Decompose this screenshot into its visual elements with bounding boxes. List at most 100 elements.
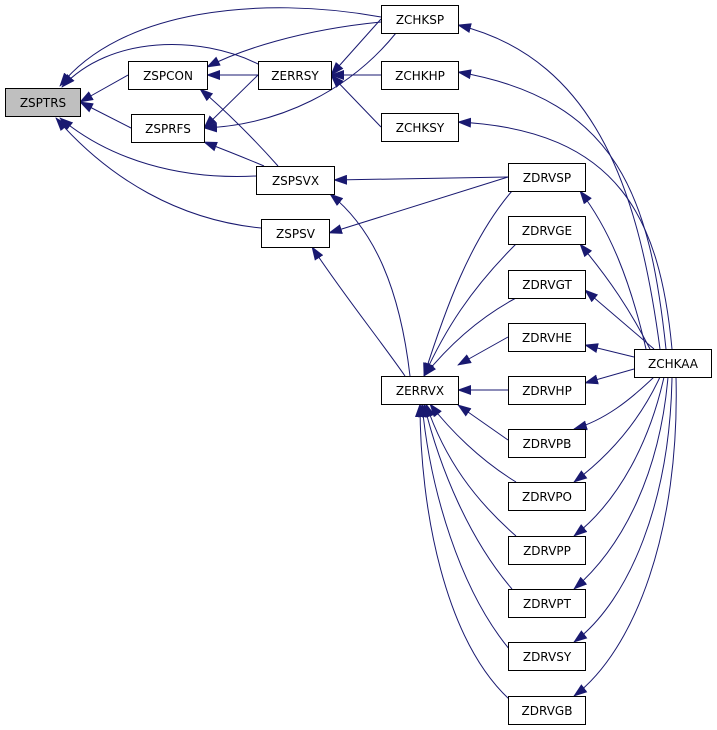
edge-zerrvx-to-zspsv bbox=[311, 246, 406, 377]
node-zdrvpo[interactable]: ZDRVPO bbox=[508, 482, 586, 511]
edge-zspsvx-to-zsprfs bbox=[203, 141, 265, 167]
node-box bbox=[508, 642, 586, 671]
node-box bbox=[508, 376, 586, 405]
node-label: ZDRVGE bbox=[522, 224, 572, 238]
edge-zchkaa-to-zdrvhe bbox=[584, 343, 635, 358]
node-box bbox=[261, 219, 330, 248]
node-zdrvpt[interactable]: ZDRVPT bbox=[508, 589, 586, 618]
node-zspcon[interactable]: ZSPCON bbox=[128, 61, 208, 90]
edge-zchkaa-to-zdrvpb bbox=[573, 376, 655, 431]
node-zspsvx[interactable]: ZSPSVX bbox=[256, 166, 335, 195]
node-label: ZSPSVX bbox=[272, 174, 319, 188]
node-label: ZDRVGB bbox=[522, 704, 573, 718]
edge-zchksp-to-zspcon bbox=[206, 21, 382, 68]
edge-zdrvpo-to-zerrvx bbox=[429, 403, 517, 483]
node-box bbox=[508, 589, 586, 618]
node-zsprfs[interactable]: ZSPRFS bbox=[131, 114, 205, 143]
node-label: ZDRVPT bbox=[523, 597, 572, 611]
node-box bbox=[381, 113, 459, 142]
edge-zchkaa-to-zdrvsp bbox=[579, 190, 647, 350]
edge-zdrvgt-to-zerrvx bbox=[423, 297, 517, 377]
node-zerrvx[interactable]: ZERRVX bbox=[381, 376, 459, 405]
node-box bbox=[508, 429, 586, 458]
node-zdrvhe[interactable]: ZDRVHE bbox=[508, 323, 586, 352]
node-label: ZSPCON bbox=[143, 69, 193, 83]
node-zspsv[interactable]: ZSPSV bbox=[261, 219, 330, 248]
edge-zdrvpt-to-zerrvx bbox=[422, 403, 513, 590]
node-box bbox=[634, 349, 712, 378]
edge-zspsvx-to-zspcon bbox=[199, 88, 279, 167]
node-label: ZSPRFS bbox=[145, 122, 191, 136]
node-box bbox=[508, 536, 586, 565]
node-zchksy[interactable]: ZCHKSY bbox=[381, 113, 459, 142]
node-zchksp[interactable]: ZCHKSP bbox=[381, 5, 459, 34]
node-label: ZDRVGT bbox=[522, 278, 572, 292]
node-label: ZERRVX bbox=[396, 384, 444, 398]
node-zdrvsp[interactable]: ZDRVSP bbox=[508, 163, 586, 192]
node-box bbox=[131, 114, 205, 143]
node-box bbox=[508, 696, 586, 725]
edge-zdrvhe-to-zerrvx bbox=[457, 336, 509, 366]
edge-zchkaa-to-zdrvge bbox=[579, 243, 651, 350]
node-label: ZERRSY bbox=[271, 69, 319, 83]
node-box bbox=[256, 166, 335, 195]
edges bbox=[55, 7, 677, 701]
node-label: ZDRVSY bbox=[523, 650, 572, 664]
node-label: ZDRVHP bbox=[522, 384, 572, 398]
node-label: ZCHKHP bbox=[395, 69, 445, 83]
node-label: ZSPSV bbox=[276, 227, 316, 241]
edge-zchkaa-to-zdrvpt bbox=[573, 376, 669, 590]
node-zdrvgt[interactable]: ZDRVGT bbox=[508, 270, 586, 299]
node-label: ZDRVPO bbox=[522, 490, 572, 504]
node-box bbox=[128, 61, 208, 90]
node-box bbox=[5, 88, 81, 117]
edge-zdrvsp-to-zspsvx bbox=[333, 174, 509, 185]
edge-zdrvgb-to-zerrvx bbox=[415, 403, 511, 701]
edge-zspsvx-to-zsptrs bbox=[59, 117, 257, 177]
node-zerrsy[interactable]: ZERRSY bbox=[258, 61, 332, 90]
edge-zerrvx-to-zspsvx bbox=[329, 193, 411, 377]
node-box bbox=[508, 482, 586, 511]
edge-zdrvsp-to-zerrvx bbox=[423, 190, 513, 377]
node-box bbox=[381, 5, 459, 34]
edge-zchkaa-to-zdrvgb bbox=[573, 376, 677, 697]
edge-zchkaa-to-zdrvgt bbox=[584, 289, 655, 350]
edge-zspsv-to-zsptrs bbox=[55, 117, 262, 229]
node-zsptrs[interactable]: ZSPTRS bbox=[5, 88, 81, 117]
node-zdrvhp[interactable]: ZDRVHP bbox=[508, 376, 586, 405]
node-label: ZCHKAA bbox=[648, 357, 699, 371]
node-zdrvpp[interactable]: ZDRVPP bbox=[508, 536, 586, 565]
node-label: ZSPTRS bbox=[20, 96, 66, 110]
edge-zspcon-to-zsptrs bbox=[79, 74, 129, 103]
edge-zchksp-to-zsprfs bbox=[203, 32, 397, 133]
node-zdrvgb[interactable]: ZDRVGB bbox=[508, 696, 586, 725]
edge-zchkaa-to-zdrvsy bbox=[573, 376, 673, 643]
node-box bbox=[508, 323, 586, 352]
edge-zchksp-to-zerrsy bbox=[330, 18, 382, 76]
node-zdrvsy[interactable]: ZDRVSY bbox=[508, 642, 586, 671]
node-label: ZDRVPB bbox=[523, 437, 572, 451]
node-box bbox=[381, 376, 459, 405]
edge-zchkaa-to-zchksy bbox=[457, 117, 673, 350]
node-box bbox=[508, 270, 586, 299]
node-zdrvpb[interactable]: ZDRVPB bbox=[508, 429, 586, 458]
node-label: ZDRVPP bbox=[523, 544, 571, 558]
edge-zdrvpp-to-zerrvx bbox=[425, 403, 517, 537]
node-zchkhp[interactable]: ZCHKHP bbox=[381, 61, 459, 90]
edge-zdrvge-to-zerrvx bbox=[423, 243, 517, 377]
node-zchkaa[interactable]: ZCHKAA bbox=[634, 349, 712, 378]
node-label: ZCHKSY bbox=[396, 121, 445, 135]
node-box bbox=[258, 61, 332, 90]
edge-zchkaa-to-zdrvpo bbox=[573, 376, 661, 483]
node-box bbox=[508, 163, 586, 192]
edge-zchkaa-to-zdrvpp bbox=[573, 376, 665, 537]
nodes: ZSPTRS ZSPCON ZSPRFS ZERRSY ZSPSVX ZSPSV ZCHKS… bbox=[5, 5, 712, 725]
node-zdrvge[interactable]: ZDRVGE bbox=[508, 216, 586, 245]
node-box bbox=[381, 61, 459, 90]
edge-zdrvpb-to-zerrvx bbox=[457, 404, 509, 441]
edge-zdrvsp-to-zspsv bbox=[328, 176, 509, 234]
node-label: ZDRVSP bbox=[523, 171, 571, 185]
edge-zchkaa-to-zdrvhp bbox=[584, 368, 635, 385]
edge-zchkaa-to-zchkhp bbox=[457, 69, 667, 350]
